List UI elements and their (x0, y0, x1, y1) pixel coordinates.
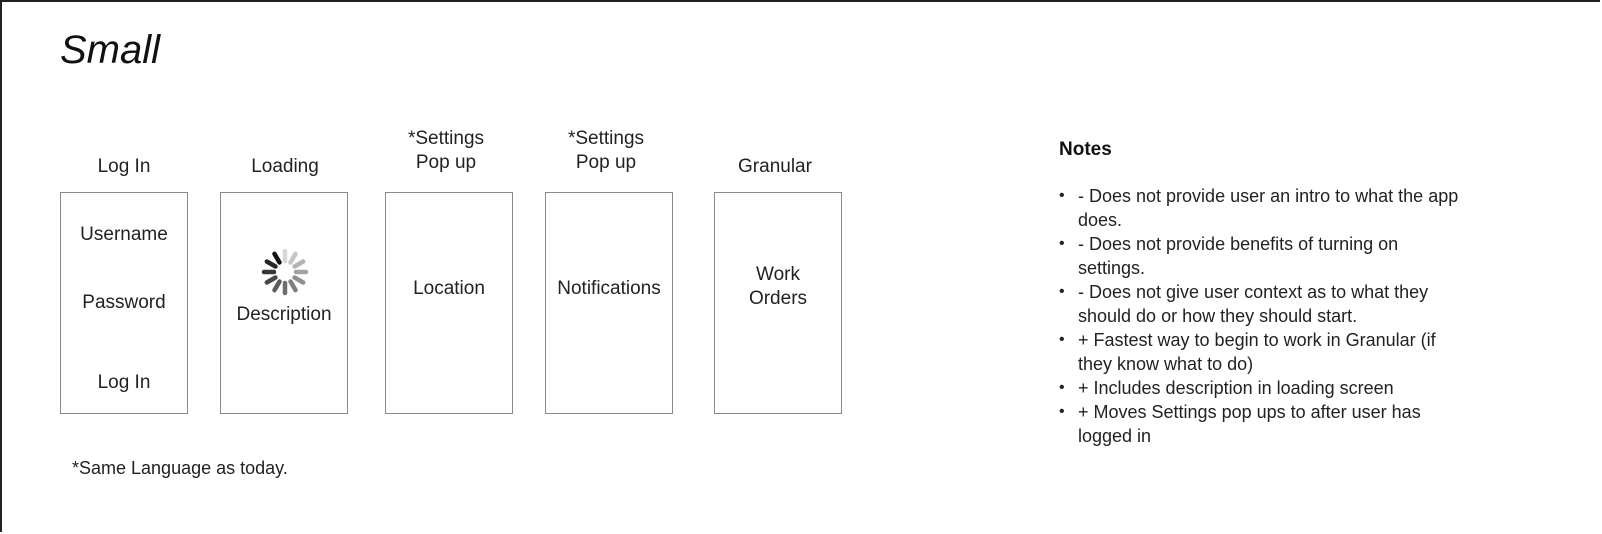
spinner-spoke (264, 275, 278, 285)
spinner-spoke (264, 259, 278, 269)
screen-label-settings-notifications: *Settings Pop up (567, 128, 645, 173)
note-item: - Does not provide user an intro to what… (1059, 184, 1459, 232)
note-item: + Fastest way to begin to work in Granul… (1059, 328, 1459, 376)
loading-spinner-icon (261, 248, 309, 296)
screen-settings-notifications: Notifications (545, 192, 673, 414)
spinner-spoke (272, 279, 282, 293)
screen-label-loading: Loading (251, 156, 319, 177)
spinner-spoke (272, 251, 282, 265)
username-text: Username (80, 224, 168, 245)
note-item: - Does not provide benefits of turning o… (1059, 232, 1459, 280)
login-button-text: Log In (97, 372, 151, 393)
password-text: Password (82, 292, 166, 313)
notifications-text: Notifications (557, 278, 661, 299)
note-item: + Includes description in loading screen (1059, 376, 1459, 400)
screen-label-settings-location: *Settings Pop up (407, 128, 485, 173)
screen-settings-location: Location (385, 192, 513, 414)
notes-list: - Does not provide user an intro to what… (1059, 184, 1459, 448)
notes-title: Notes (1059, 139, 1112, 160)
screen-label-granular: Granular (738, 156, 812, 177)
screen-login: Username Password Log In (60, 192, 188, 414)
location-text: Location (413, 278, 485, 299)
description-text: Description (236, 304, 332, 325)
screen-granular: Work Orders (714, 192, 842, 414)
note-item: + Moves Settings pop ups to after user h… (1059, 400, 1459, 448)
spinner-spoke (288, 251, 298, 265)
work-orders-text: Work Orders (748, 264, 808, 309)
spinner-spoke (288, 279, 298, 293)
spinner-spoke (292, 259, 306, 269)
note-item: - Does not give user context as to what … (1059, 280, 1459, 328)
spinner-spoke (292, 275, 306, 285)
screen-loading: Description (220, 192, 348, 414)
screen-label-login: Log In (97, 156, 151, 177)
page-title: Small (60, 28, 161, 72)
footnote: *Same Language as today. (72, 458, 288, 478)
